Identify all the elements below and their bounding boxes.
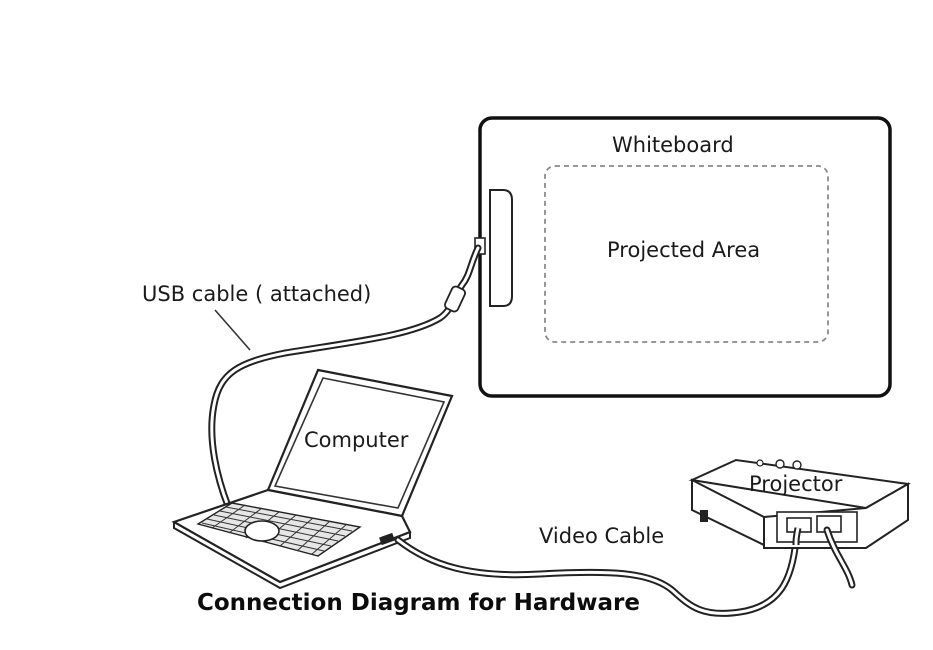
diagram-title: Connection Diagram for Hardware <box>197 590 640 616</box>
projected-area-label: Projected Area <box>607 238 761 262</box>
computer-label: Computer <box>304 428 409 452</box>
usb-cable <box>208 244 482 510</box>
usb-cable-label: USB cable ( attached) <box>142 282 372 306</box>
whiteboard-sensor <box>489 189 513 307</box>
trackpad <box>244 520 280 542</box>
projector <box>688 458 912 589</box>
whiteboard <box>474 116 892 398</box>
whiteboard-label: Whiteboard <box>612 133 734 157</box>
laptop <box>171 368 454 590</box>
projector-label: Projector <box>749 472 843 496</box>
video-cable <box>394 536 800 617</box>
video-cable-label: Video Cable <box>539 524 665 548</box>
usb-leader-line <box>214 309 251 351</box>
